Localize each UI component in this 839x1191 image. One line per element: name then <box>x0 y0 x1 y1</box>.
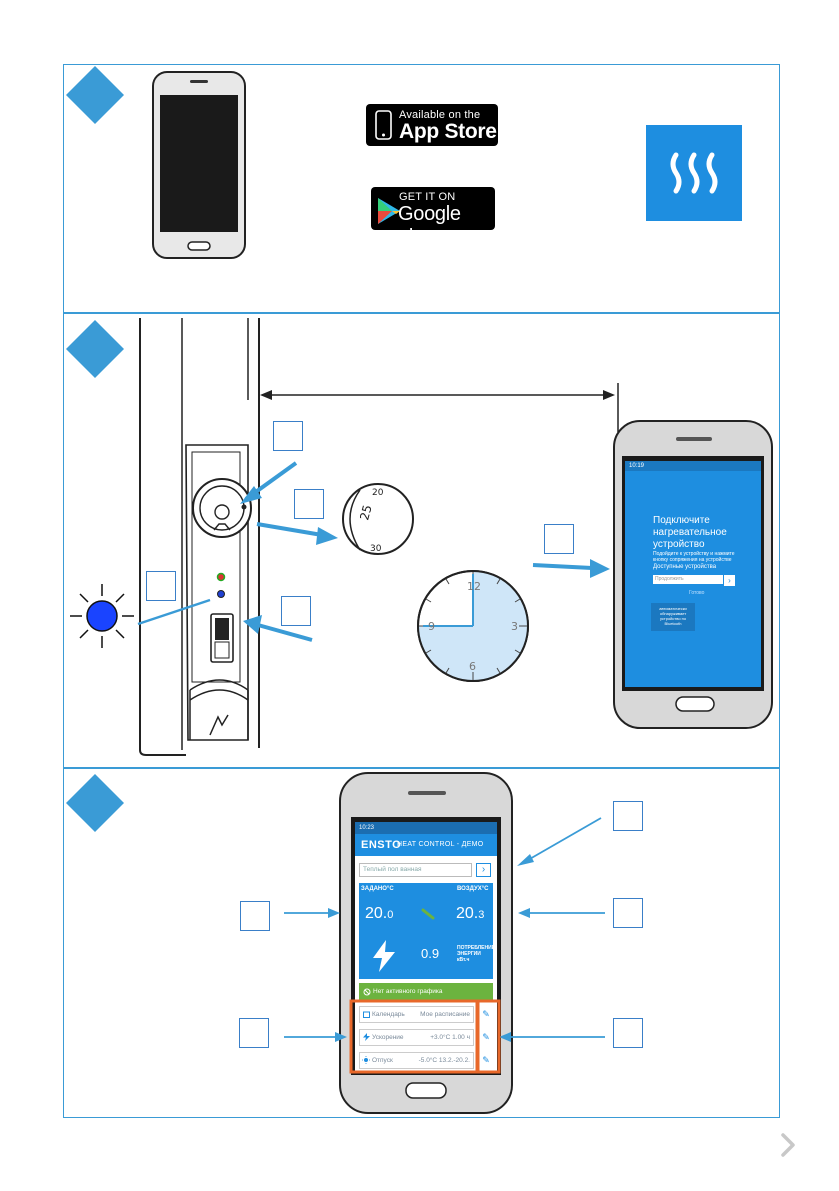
energy-label: ПОТРЕБЛЕНИЕ ЭНЕРГИИ кВт.ч <box>457 945 495 963</box>
continue-button[interactable]: › <box>724 575 735 586</box>
clock-icon: 12 3 6 9 <box>417 570 529 682</box>
air-temp-label: ВОЗДУХ°C <box>457 886 489 892</box>
temperature-panel: ЗАДАНО°C ВОЗДУХ°C 20.0 20.3 0.9 ПОТРЕБЛЕ… <box>359 883 495 979</box>
title-line: Подключите <box>653 515 710 526</box>
app-title: HEAT CONTROL - ДЕМО <box>397 841 484 848</box>
step-number-box <box>273 421 303 451</box>
google-play-badge[interactable]: GET IT ON Google play <box>371 187 495 248</box>
step-2-panel <box>63 313 780 768</box>
svg-text:9: 9 <box>428 620 435 633</box>
set-temp-label: ЗАДАНО°C <box>361 886 394 892</box>
status-bar: 10:23 <box>355 822 497 834</box>
available-devices-label: Доступные устройства <box>653 564 717 570</box>
svg-text:3: 3 <box>511 620 518 633</box>
step-diamond-icon <box>66 320 124 378</box>
heat-waves-icon <box>670 152 718 194</box>
google-play-icon <box>378 198 400 224</box>
google-play-big-text: Google play <box>398 203 461 248</box>
heat-control-screen: 10:23 ENSTO HEAT CONTROL - ДЕМО Теплый п… <box>355 822 497 1072</box>
lightning-icon <box>373 940 395 972</box>
edit-pencil-icon[interactable]: ✎ <box>482 1009 490 1019</box>
auto-detect-button[interactable]: автоматически обнаруживает устройство по… <box>651 603 695 631</box>
boost-icon <box>363 1033 370 1041</box>
app-store-big-text: App Store <box>399 120 497 143</box>
vacation-row[interactable]: Отпуск -5.0°C 13.2.-20.2. <box>359 1052 474 1069</box>
air-temp-value: 20.3 <box>456 905 484 923</box>
step-1-panel <box>63 64 780 313</box>
step-number-box <box>544 524 574 554</box>
blue-led-icon <box>70 584 134 648</box>
connect-title: Подключите нагревательное устройство <box>653 515 727 551</box>
energy-label-line: ЭНЕРГИИ <box>457 951 481 957</box>
app-header: ENSTO HEAT CONTROL - ДЕМО <box>355 834 497 856</box>
schedule-status-text: Нет активного графика <box>373 988 443 995</box>
svg-text:25: 25 <box>357 503 374 521</box>
calendar-row[interactable]: Календарь Мое расписание <box>359 1006 474 1023</box>
iphone-icon <box>375 110 392 140</box>
connect-instruction: Подойдите к устройству и нажмите кнопку … <box>653 551 735 563</box>
app-store-badge[interactable]: Available on the App Store <box>366 104 498 146</box>
row-key: Отпуск <box>372 1057 393 1064</box>
step-number-box <box>281 596 311 626</box>
set-temp-dec: 0 <box>387 909 394 921</box>
row-value: Мое расписание <box>420 1011 470 1018</box>
boost-row[interactable]: Ускорение +3.0°C 1.00 ч <box>359 1029 474 1046</box>
step-diamond-icon <box>66 774 124 832</box>
sun-icon <box>362 1056 370 1064</box>
next-page-icon[interactable] <box>777 1132 799 1158</box>
edit-pencil-icon[interactable]: ✎ <box>482 1032 490 1042</box>
step-number-box <box>146 571 176 601</box>
set-temp-int: 20. <box>365 905 388 922</box>
svg-text:30: 30 <box>370 544 382 554</box>
step-diamond-icon <box>66 66 124 124</box>
svg-text:6: 6 <box>469 660 476 673</box>
air-temp-int: 20. <box>456 905 479 922</box>
heat-app-icon[interactable] <box>646 125 742 221</box>
step-number-box <box>613 898 643 928</box>
step-number-box <box>240 901 270 931</box>
done-link[interactable]: Готово <box>689 590 705 596</box>
title-line: устройство <box>653 539 705 550</box>
step-number-box <box>613 801 643 831</box>
app-store-small-text: Available on the <box>399 109 481 121</box>
google-play-small-text: GET IT ON <box>399 191 456 203</box>
edit-pencil-icon[interactable]: ✎ <box>482 1055 490 1065</box>
connect-device-screen: 10:19 Подключите нагревательное устройст… <box>625 461 761 687</box>
blank-phone <box>152 71 246 259</box>
svg-text:20: 20 <box>372 488 384 498</box>
row-key: Календарь <box>372 1011 405 1018</box>
row-key: Ускорение <box>372 1034 404 1041</box>
no-schedule-icon <box>363 988 371 996</box>
calendar-icon <box>363 1011 370 1018</box>
energy-value: 0.9 <box>421 946 440 961</box>
step-number-box <box>613 1018 643 1048</box>
energy-label-line: ПОТРЕБЛЕНИЕ <box>457 945 496 951</box>
row-value: +3.0°C 1.00 ч <box>430 1034 470 1041</box>
status-bar: 10:19 <box>625 461 761 471</box>
step-3-panel <box>63 768 780 1118</box>
device-next-button[interactable]: › <box>476 863 491 877</box>
air-temp-dec: 3 <box>478 909 485 921</box>
ensto-logo: ENSTO <box>361 839 402 851</box>
title-line: нагревательное <box>653 527 727 538</box>
device-select[interactable]: Теплый пол ванная <box>359 863 472 877</box>
device-input[interactable]: Продолжить <box>653 575 723 584</box>
schedule-status-bar: Нет активного графика <box>359 983 493 1000</box>
row-value: -5.0°C 13.2.-20.2. <box>418 1057 470 1064</box>
set-temp-value[interactable]: 20.0 <box>365 905 393 923</box>
trend-indicator-icon <box>421 908 435 920</box>
step-number-box <box>239 1018 269 1048</box>
step-number-box <box>294 489 324 519</box>
svg-text:12: 12 <box>467 580 481 593</box>
energy-label-line: кВт.ч <box>457 957 470 963</box>
